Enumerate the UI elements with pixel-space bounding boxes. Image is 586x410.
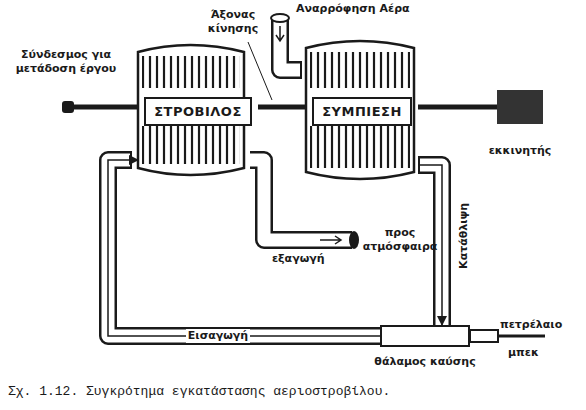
combustion-chamber: θάλαμος καύσης: [380, 325, 470, 347]
flow-pipe: [108, 160, 380, 336]
part-name-box: ΣΥΜΠΙΕΣΗ: [312, 97, 412, 126]
flow-label: Κατάθλιψη: [457, 201, 471, 271]
part-name: θάλαμος καύσης: [374, 355, 475, 368]
compressor-casing: ΣΥΜΠΙΕΣΗ: [306, 48, 418, 174]
coupling-label: Σύνδεσμος για μετάδοση έργου: [6, 48, 126, 76]
shaft-label: Άξονας κίνησης: [198, 8, 268, 36]
part-name: εκκινητής: [489, 144, 552, 157]
turbine-casing: ΣΤΡΟΒΙΛΟΣ: [138, 52, 258, 170]
nozzle-label: μπεκ: [508, 346, 568, 360]
part-name-box: ΣΤΡΟΒΙΛΟΣ: [144, 97, 252, 126]
flow-label: Εισαγωγή: [186, 329, 250, 343]
air-intake-label: Αναρρόφηση Αέρα: [296, 2, 416, 16]
atmosphere-label: προς ατμόσφαιρα: [362, 226, 438, 254]
figure-caption: Σχ. 1.12. Συγκρότημα εγκατάστασης αεριοσ…: [8, 384, 390, 399]
fuel-label: πετρέλαιο: [500, 318, 580, 332]
exhaust-label: εξαγωγή: [272, 252, 342, 266]
drive-shaft: [418, 105, 497, 110]
drive-shaft: [258, 105, 306, 110]
starter-motor: εκκινητής: [497, 90, 543, 124]
